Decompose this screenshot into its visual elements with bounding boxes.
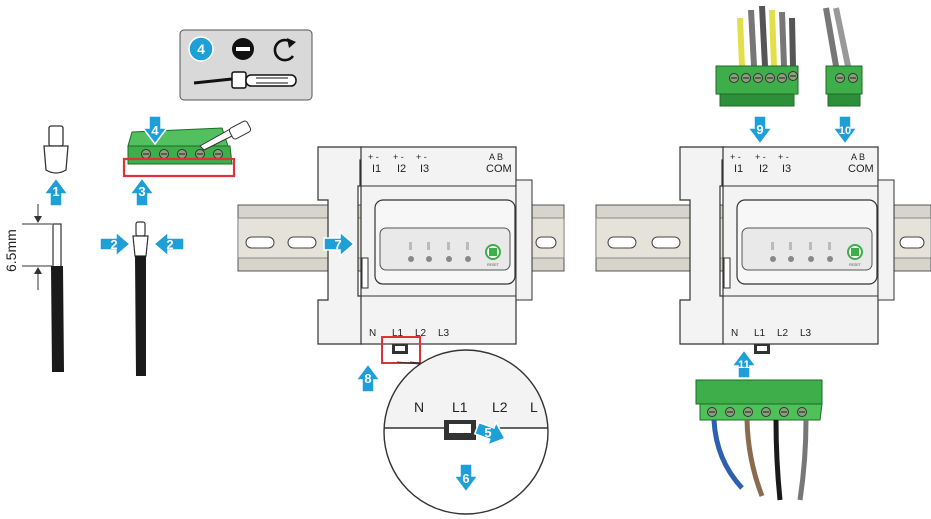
meter-left-label-i2: I2: [397, 163, 406, 175]
reset-label-right: RESET: [849, 263, 862, 267]
led-row-right: [770, 242, 833, 262]
step-5-label: 5: [484, 425, 491, 440]
step-1-label: 1: [52, 184, 59, 199]
meter-left-label-i1: I1: [372, 163, 381, 175]
meter-right-label-l1: L1: [754, 328, 766, 339]
meter-left-label-l3: L3: [438, 328, 450, 339]
clip-highlight-box: [381, 336, 421, 364]
step-9-label: 9: [756, 122, 763, 137]
step-6-label: 6: [462, 471, 469, 486]
terminal-highlight-box: [122, 157, 236, 178]
meter-right-sign-2: + -: [755, 152, 766, 162]
meter-right-sign-com: A B: [851, 152, 865, 162]
ferrule-preparation: 1 6.5mm 2 2 3: [3, 125, 185, 376]
meter-right-label-l2: L2: [777, 328, 789, 339]
meter-left-label-l1: L1: [392, 328, 404, 339]
meter-left-label-n: N: [369, 328, 376, 339]
voltage-connector-plug: [695, 379, 823, 501]
meter-right-label-i3: I3: [782, 163, 791, 175]
step-4-label: 4: [151, 123, 159, 138]
meter-left-sign-com: A B: [489, 152, 503, 162]
terminal-block-insertion: 4: [122, 115, 252, 178]
step-2-left-label: 2: [110, 237, 117, 252]
meter-right-label-l3: L3: [800, 328, 812, 339]
meter-right-label-i1: I1: [734, 163, 743, 175]
strip-length-dimension: 6.5mm: [3, 204, 52, 290]
meter-left-label-com: COM: [486, 163, 512, 175]
zoom-label-l3: L: [530, 399, 538, 415]
com-connector-plug: [823, 7, 863, 107]
step-8-label: 8: [364, 371, 371, 386]
led-row-left: [408, 242, 471, 262]
flathead-icon: [232, 38, 254, 60]
step-11-label: 11: [738, 359, 750, 371]
screwdriver-icon: [193, 71, 297, 89]
rotate-icon: [273, 38, 296, 62]
step-3-label: 3: [138, 184, 145, 199]
meter-left: RESET + - + - + - A B I1 I2 I3 COM N L1 …: [237, 146, 565, 393]
meter-right-sign-1: + -: [730, 152, 741, 162]
crimped-wire: [132, 221, 149, 376]
meter-right-label-com: COM: [848, 163, 874, 175]
meter-right-label-i2: I2: [759, 163, 768, 175]
dimension-label: 6.5mm: [3, 229, 19, 272]
meter-right: RESET + - + - + - A B I1 I2 I3 COM N L1 …: [595, 146, 931, 354]
step-10-label: 10: [839, 125, 851, 137]
step-2-right-label: 2: [166, 237, 173, 252]
stripped-wire: [51, 223, 64, 372]
meter-left-sign-3: + -: [416, 152, 427, 162]
meter-left-label-i3: I3: [420, 163, 429, 175]
zoom-label-l1: L1: [452, 399, 468, 415]
step-7-label: 7: [334, 237, 341, 252]
tool-card: 4: [179, 29, 313, 101]
ct-connector-plug: [715, 5, 799, 107]
meter-left-sign-2: + -: [393, 152, 404, 162]
meter-right-sign-3: + -: [778, 152, 789, 162]
meter-left-label-l2: L2: [415, 328, 427, 339]
zoom-label-l2: L2: [492, 399, 508, 415]
screwdriver-tip: [199, 120, 252, 151]
clip-zoom-callout: N L1 L2 L 5 6: [383, 349, 549, 515]
tool-step-number: 4: [197, 41, 205, 57]
ferrule-icon: [43, 125, 69, 174]
reset-label-left: RESET: [487, 263, 500, 267]
meter-right-label-n: N: [731, 328, 738, 339]
tool-step-badge: [188, 36, 214, 62]
zoom-label-n: N: [414, 399, 424, 415]
meter-left-sign-1: + -: [368, 152, 379, 162]
